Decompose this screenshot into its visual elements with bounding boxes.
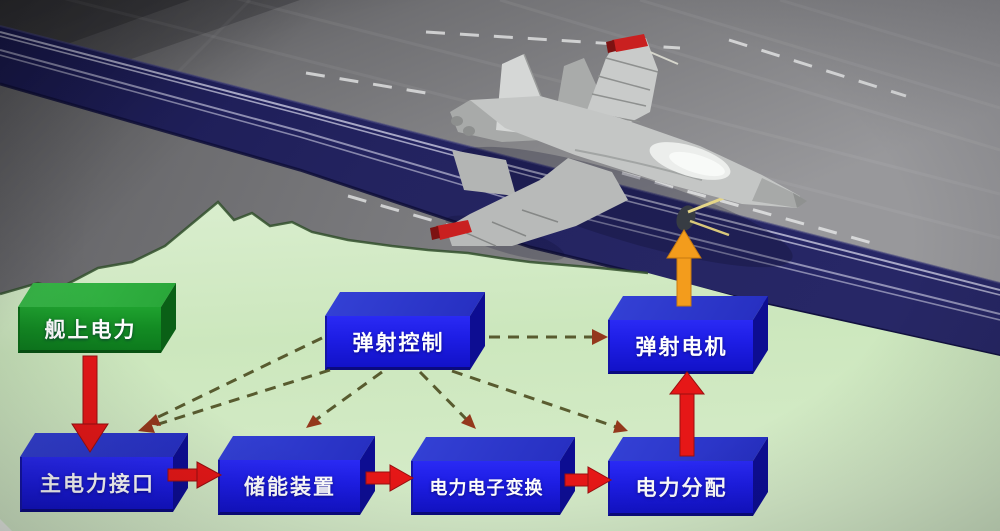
node-power-electronics-conversion: 电力电子变换	[411, 436, 575, 515]
node-label-ship-power: 舰上电力	[44, 317, 137, 342]
node-label-catapult-motor: 弹射电机	[635, 334, 728, 359]
node-energy-storage: 储能装置	[218, 435, 375, 515]
node-label-catapult-control: 弹射控制	[352, 330, 445, 355]
node-power-distribution: 电力分配	[608, 436, 768, 516]
node-label-power-electronics-conversion: 电力电子变换	[429, 477, 544, 499]
wingtip-missile-right	[436, 220, 472, 240]
green-deck-edge	[0, 200, 649, 296]
right-wing	[446, 158, 628, 246]
node-catapult-control: 弹射控制	[325, 291, 485, 370]
node-label-energy-storage: 储能装置	[244, 475, 336, 499]
node-label-main-power-interface: 主电力接口	[40, 472, 155, 496]
node-main-power-interface: 主电力接口	[20, 432, 188, 512]
stabilator	[452, 150, 516, 196]
catapult-track-bottom-edge	[0, 82, 1000, 358]
fighter-jet-illustration	[430, 34, 807, 247]
frame-corner-sliver	[0, 519, 12, 531]
fuselage	[470, 96, 800, 208]
catapult-track-top-edge	[0, 25, 1000, 284]
node-catapult-motor: 弹射电机	[608, 295, 768, 374]
nose-cone	[752, 178, 800, 208]
wingtip-missile-left	[612, 34, 648, 52]
node-label-power-distribution: 电力分配	[635, 476, 728, 500]
node-ship-power: 舰上电力	[18, 282, 176, 353]
left-wing	[582, 38, 658, 130]
